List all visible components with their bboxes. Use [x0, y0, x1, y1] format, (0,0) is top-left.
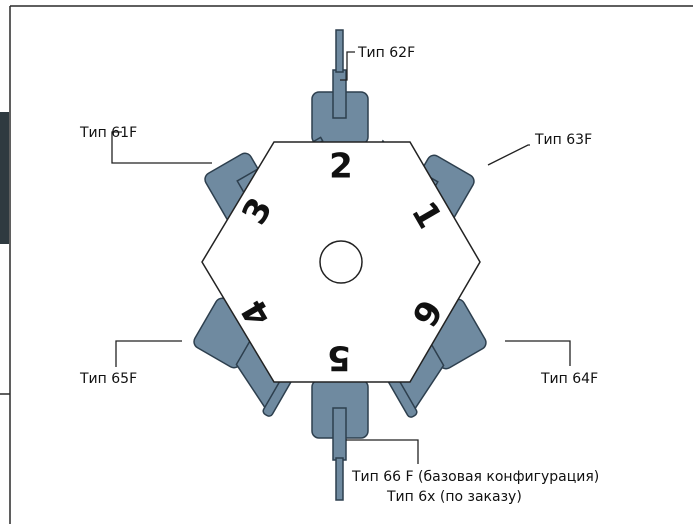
left-edge-image-fragment — [0, 112, 9, 244]
port-2-leader — [340, 51, 355, 81]
port-5-fitting — [311, 379, 369, 501]
label-port-6: Тип 64F — [540, 371, 598, 387]
label-port-3: Тип 61F — [79, 125, 137, 141]
frame — [0, 5, 693, 524]
port-3-leader — [111, 131, 212, 164]
port-number-2: 2 — [329, 147, 353, 187]
port-1-leader — [487, 144, 530, 166]
label-port-4: Тип 65F — [79, 371, 137, 387]
label-port-2: Тип 62F — [357, 45, 415, 61]
port-2-fitting — [311, 29, 369, 145]
port-4-leader — [115, 340, 182, 367]
port-6-leader — [505, 340, 571, 366]
label-port-5-line2: Тип 6х (по заказу) — [386, 489, 522, 505]
label-port-1: Тип 63F — [534, 132, 592, 148]
center-hole — [319, 240, 363, 284]
port-number-5: 5 — [327, 338, 351, 378]
port-5-leader — [346, 439, 419, 464]
label-port-5: Тип 66 F (базовая конфигурация) — [351, 469, 599, 485]
